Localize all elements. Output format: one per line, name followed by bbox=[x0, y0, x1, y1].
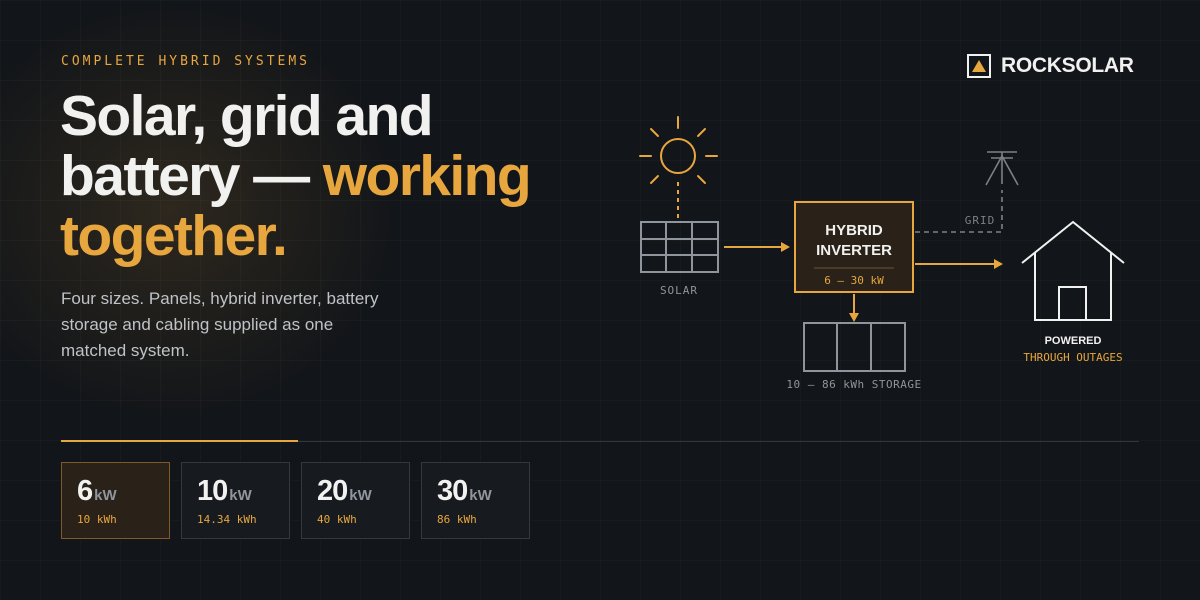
inverter-range: 6 — 30 kW bbox=[824, 274, 884, 287]
storage-label: 10 — 86 kWh STORAGE bbox=[786, 378, 921, 391]
arrow-inverter-to-storage bbox=[849, 294, 859, 322]
card-power-unit: kW bbox=[94, 487, 117, 504]
card-power-value: 6 bbox=[77, 475, 93, 507]
house-label-line-2: THROUGH OUTAGES bbox=[1023, 351, 1122, 364]
headline: Solar, grid and battery — working togeth… bbox=[60, 86, 580, 266]
card-storage: 10 kWh bbox=[77, 513, 117, 526]
headline-accent-together: together. bbox=[60, 204, 288, 268]
subtext: Four sizes. Panels, hybrid inverter, bat… bbox=[61, 289, 379, 360]
inverter-label-line-2: INVERTER bbox=[816, 242, 892, 259]
headline-line-1: Solar, grid and bbox=[60, 84, 434, 148]
brand-name: ROCKSOLAR bbox=[1001, 54, 1134, 77]
grid-label: GRID bbox=[965, 214, 996, 227]
hybrid-system-diagram: SOLAR HYBRID INVERTER 6 — 30 kW GRID POW… bbox=[639, 116, 1125, 391]
brand-logo-lockup[interactable]: ROCKSOLAR bbox=[967, 54, 1134, 78]
sun-icon bbox=[639, 116, 718, 184]
card-power-unit: kW bbox=[349, 487, 372, 504]
eyebrow-label: COMPLETE HYBRID SYSTEMS bbox=[61, 54, 311, 69]
card-power-unit: kW bbox=[229, 487, 252, 504]
card-power-value: 30 bbox=[437, 475, 468, 507]
solar-panel-icon bbox=[640, 221, 719, 273]
card-power-value: 10 bbox=[197, 475, 228, 507]
battery-storage-icon bbox=[803, 322, 906, 372]
headline-line-2: battery — bbox=[60, 144, 323, 208]
headline-accent-working: working bbox=[322, 144, 532, 208]
grid-dashed-line bbox=[915, 190, 1003, 233]
card-storage: 40 kWh bbox=[317, 513, 357, 526]
hybrid-inverter-box: HYBRID INVERTER 6 — 30 kW bbox=[794, 201, 914, 293]
section-divider-accent bbox=[61, 440, 298, 442]
arrow-inverter-to-house bbox=[915, 259, 1003, 269]
arrow-solar-to-inverter bbox=[724, 242, 790, 252]
grid-pylon-icon bbox=[985, 151, 1019, 186]
card-storage: 14.34 kWh bbox=[197, 513, 257, 526]
card-power-value: 20 bbox=[317, 475, 348, 507]
section-divider bbox=[61, 441, 1139, 442]
house-icon bbox=[1021, 220, 1125, 321]
card-power-unit: kW bbox=[469, 487, 492, 504]
solar-label: SOLAR bbox=[660, 284, 698, 297]
triangle-in-square-icon bbox=[967, 54, 991, 78]
card-storage: 86 kWh bbox=[437, 513, 477, 526]
inverter-label-line-1: HYBRID bbox=[825, 222, 883, 239]
house-label-line-1: POWERED bbox=[1045, 335, 1102, 347]
